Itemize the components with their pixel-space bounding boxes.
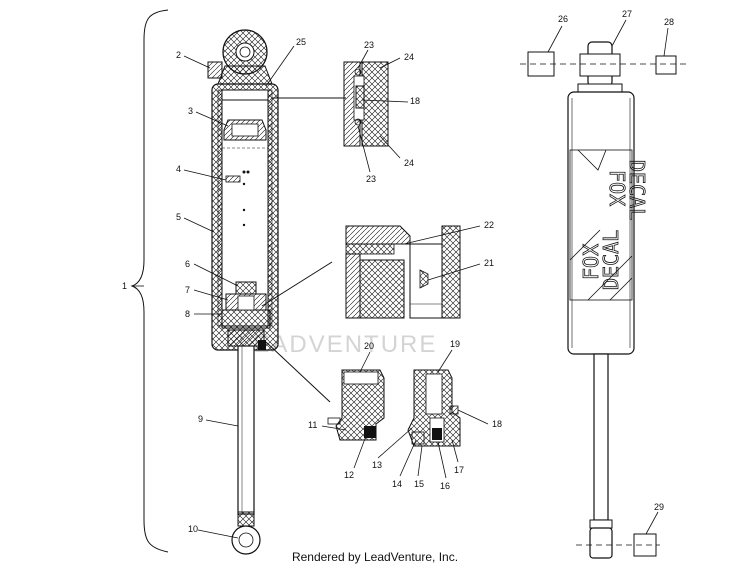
callout-27: 27 — [622, 9, 632, 19]
callout-20: 20 — [364, 341, 374, 351]
callout-16: 16 — [440, 481, 450, 491]
callout-19: 19 — [450, 339, 460, 349]
footer-credit: Rendered by LeadVenture, Inc. — [291, 550, 459, 564]
callout-23-lower: 23 — [366, 174, 376, 184]
detail-connectors — [261, 97, 346, 403]
callout-22: 22 — [484, 220, 494, 230]
decal-text-fox-1: FOX — [605, 170, 629, 206]
callout-11: 11 — [308, 420, 317, 430]
callout-18-upper: 18 — [410, 96, 420, 106]
callout-labels: 1 2 3 4 5 6 7 8 9 10 11 12 13 14 15 16 1… — [122, 9, 674, 534]
callout-8: 8 — [185, 309, 190, 319]
leader-lines — [132, 19, 669, 539]
callout-5: 5 — [176, 212, 181, 222]
decal-text-decal-1: DECAL — [625, 160, 649, 220]
decal-text-fox-2: FOX — [579, 244, 603, 280]
callout-4: 4 — [176, 164, 181, 174]
callout-25: 25 — [296, 37, 306, 47]
shock-external-view: FOX DECAL FOX DECAL — [567, 41, 649, 559]
centerlines — [520, 63, 690, 546]
detail-piston-seal — [345, 225, 461, 319]
callout-10: 10 — [188, 524, 198, 534]
callout-17: 17 — [454, 465, 464, 475]
callout-24-upper: 24 — [404, 52, 414, 62]
callout-9: 9 — [198, 414, 203, 424]
bushing-parts — [527, 51, 677, 557]
callout-14: 14 — [392, 479, 402, 489]
callout-28: 28 — [664, 17, 674, 27]
callout-6: 6 — [185, 259, 190, 269]
callout-26: 26 — [558, 14, 568, 24]
callout-13: 13 — [372, 460, 382, 470]
detail-lower-right — [407, 369, 461, 447]
callout-2: 2 — [176, 50, 181, 60]
assembly-bracket — [130, 9, 169, 553]
callout-15: 15 — [414, 479, 424, 489]
callout-21: 21 — [484, 258, 494, 268]
callout-24-lower: 24 — [404, 158, 414, 168]
detail-lower-left — [327, 369, 385, 441]
shock-cross-section — [207, 29, 279, 555]
callout-7: 7 — [185, 285, 190, 295]
callout-12: 12 — [344, 470, 354, 480]
callout-29: 29 — [654, 502, 664, 512]
decal-text-decal-2: DECAL — [599, 230, 623, 290]
callout-3: 3 — [188, 106, 193, 116]
callout-1: 1 — [122, 281, 127, 291]
callout-23-upper: 23 — [364, 40, 374, 50]
callout-18-lower: 18 — [492, 419, 502, 429]
detail-top-seal — [343, 61, 389, 147]
